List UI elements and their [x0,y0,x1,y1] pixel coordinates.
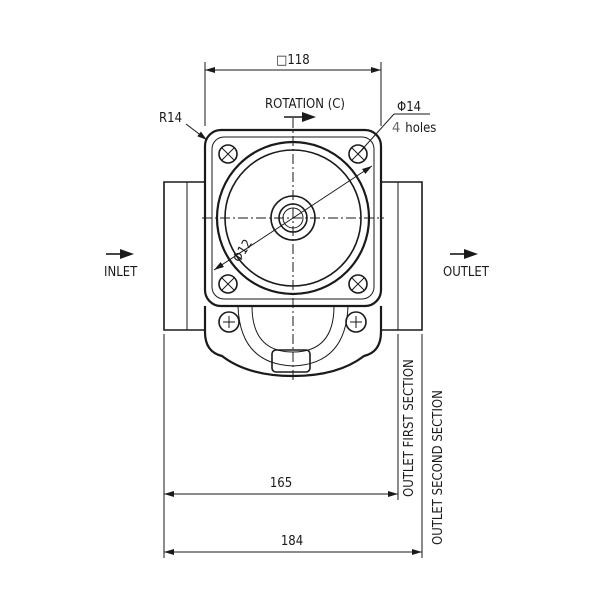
hole-diameter-value: 14 [406,100,421,115]
mounting-hole-top-left [218,144,238,164]
inlet-label: INLET [104,265,138,280]
svg-text:□118: □118 [276,53,309,68]
dimension-118: □118 [204,53,382,126]
rotation-label: ROTATION (C) [265,97,345,112]
dimension-184: 184 [164,334,423,558]
inlet-port [163,181,205,331]
mounting-hole-bottom-left [218,274,238,294]
lower-bolt-left [218,311,240,333]
radius-callout: R14 [159,111,208,141]
hole-count: 4 [392,121,400,136]
svg-text:Φ12: Φ12 [230,237,255,265]
center-lines [202,118,384,382]
outlet-label: OUTLET [443,265,490,280]
dimension-118-value: 118 [287,53,309,68]
dimension-184-value: 184 [281,534,303,549]
outlet-arrow-icon [464,249,478,259]
svg-text:Φ14: Φ14 [397,100,421,115]
rotation-indicator: ROTATION (C) [265,97,345,122]
drain-slot [271,349,311,373]
radius-label: R14 [159,111,182,126]
hole-callout: Φ14 4 holes [357,100,436,155]
dimension-165: 165 [163,334,399,558]
inlet-arrow-icon [120,249,134,259]
rotation-arrow-icon [302,112,316,122]
outlet-second-section-label: OUTLET SECOND SECTION [431,390,446,545]
mounting-hole-bottom-right [348,274,368,294]
inlet-indicator: INLET [104,249,138,280]
square-symbol: □ [276,53,287,68]
lower-bolt-right [345,311,367,333]
hole-diameter-symbol: Φ [397,100,406,115]
hole-word: holes [405,121,436,136]
outlet-first-section-label: OUTLET FIRST SECTION [402,359,417,497]
outlet-port [380,181,423,331]
mounting-hole-top-right [348,144,368,164]
dimension-165-value: 165 [270,476,292,491]
pilot-diameter-value: 12 [235,237,256,258]
outlet-indicator: OUTLET [443,249,490,280]
